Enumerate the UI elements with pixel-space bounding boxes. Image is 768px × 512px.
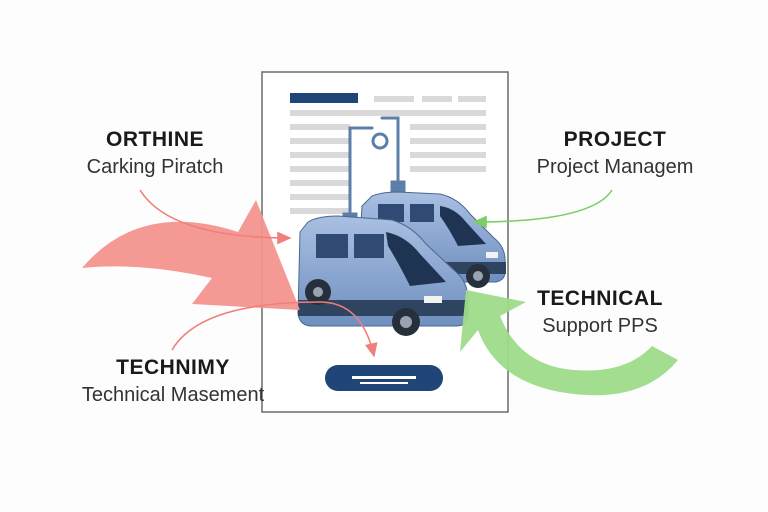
label-subtext: Carking Piratch [86, 156, 224, 178]
label-heading: ORTHINE [106, 128, 204, 151]
label-heading: TECHNIMY [116, 356, 230, 379]
label-subtext: Project Managem [536, 156, 694, 178]
label-subtext: Technical Masement [81, 384, 265, 406]
document-title-bar [290, 93, 358, 103]
green-curved-arrow [460, 290, 678, 396]
label-bottom-right: TECHNICAL Support PPS [510, 287, 690, 338]
label-top-left: ORTHINE Carking Piratch [60, 128, 250, 179]
van-icon [297, 215, 469, 336]
connector-arrow-top-left [139, 189, 292, 245]
label-heading: TECHNICAL [537, 287, 663, 310]
label-heading: PROJECT [563, 128, 667, 151]
connector-arrow-top-right [472, 189, 613, 229]
document-text-lines [290, 96, 486, 214]
connector-arrow-bottom-left [171, 301, 378, 358]
red-curved-arrow [82, 200, 300, 310]
label-top-right: PROJECT Project Managem [510, 128, 720, 179]
label-subtext: Support PPS [542, 315, 658, 337]
label-bottom-left: TECHNIMY Technical Masement [58, 356, 288, 407]
